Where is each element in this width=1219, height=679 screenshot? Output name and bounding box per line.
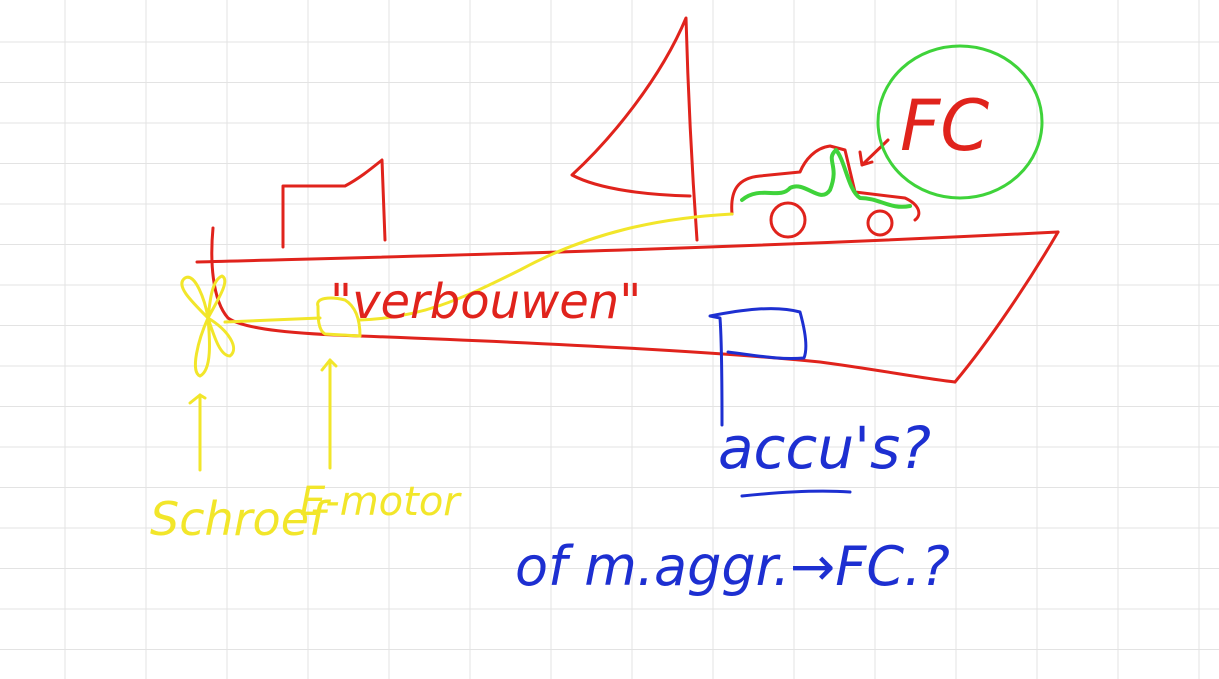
arrow-to-generator <box>858 138 890 167</box>
fuel-cell-generator: FC <box>730 44 1044 239</box>
boat-stern <box>210 226 362 338</box>
drivetrain: Schroef E-motor <box>150 212 734 546</box>
generator-wheel-left <box>769 201 807 239</box>
accus-label: accu's? <box>718 414 931 482</box>
boat-bow <box>953 230 1060 384</box>
mast-and-sail <box>570 16 699 242</box>
boat-deck-line <box>195 230 1060 264</box>
fc-circle <box>876 44 1044 200</box>
fc-label: FC <box>900 85 989 167</box>
generator-fill-scribble <box>740 148 912 209</box>
power-cable <box>358 212 734 322</box>
e-motor-shape <box>316 296 362 338</box>
arrow-to-e-motor <box>320 358 338 470</box>
e-motor-label: E-motor <box>300 479 462 525</box>
generator-body <box>730 144 921 222</box>
accus-overline <box>740 489 852 498</box>
propeller <box>180 274 236 378</box>
schroef-label: Schroef <box>150 492 331 546</box>
arrow-to-propeller <box>188 393 207 472</box>
propeller-shaft <box>223 316 322 324</box>
of-aggregate-label: of m.aggr.→FC.? <box>515 535 950 598</box>
boat-hull-bottom <box>358 334 957 384</box>
verbouwen-label: "verbouwen" <box>330 274 641 330</box>
battery-question: accu's? of m.aggr.→FC.? <box>515 307 950 598</box>
generator-wheel-right <box>866 209 894 237</box>
flag-sketch <box>708 307 808 427</box>
cabin <box>281 158 387 249</box>
